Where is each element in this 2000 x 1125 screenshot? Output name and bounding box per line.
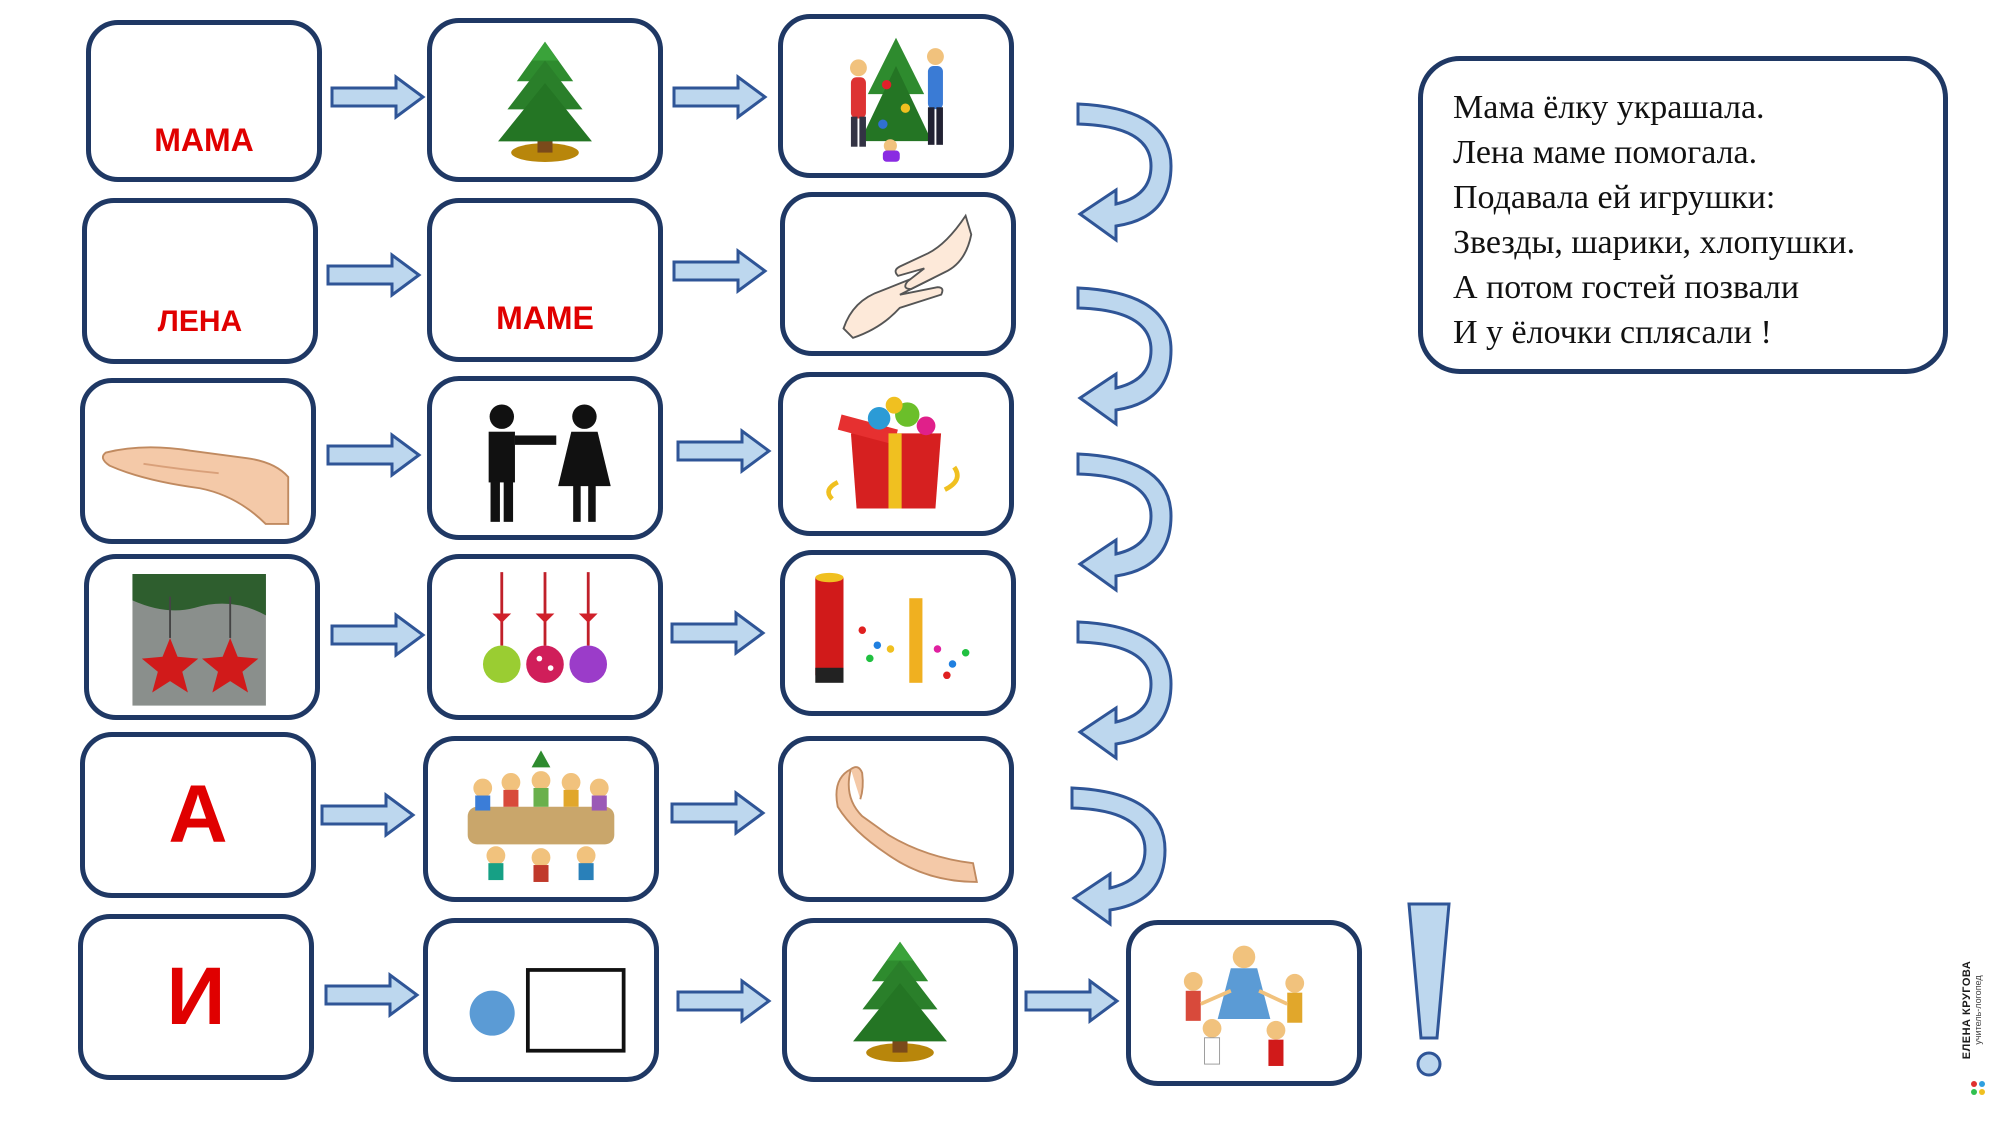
arrow-right-icon xyxy=(320,792,416,838)
card-family-tree xyxy=(778,14,1014,178)
word-mama: МАМА xyxy=(154,122,254,158)
author-logo-icon xyxy=(1971,1081,1985,1095)
card-tree-2 xyxy=(782,918,1018,1082)
poem-line: Мама ёлку украшала. xyxy=(1453,89,1765,126)
red-star-ornaments-icon xyxy=(132,574,266,706)
exclamation-mark-icon xyxy=(1407,902,1451,1077)
card-guests xyxy=(423,736,659,902)
card-lena: ЛЕНА xyxy=(82,198,318,364)
arrow-right-icon xyxy=(330,612,426,658)
arrow-right-icon xyxy=(324,972,420,1018)
word-mame: МАМЕ xyxy=(496,300,594,336)
card-stars xyxy=(84,554,320,720)
poem-line: Лена маме помогала. xyxy=(1453,134,1758,171)
card-balls xyxy=(427,554,663,720)
guests-at-table-icon xyxy=(467,750,615,882)
arrow-right-icon xyxy=(330,74,426,120)
arrow-right-icon xyxy=(670,790,766,836)
hands-passing-icon xyxy=(842,213,973,339)
person-pointing-to-woman-icon xyxy=(488,404,611,522)
curved-arrow-icon xyxy=(1070,786,1167,927)
arrow-right-icon xyxy=(676,428,772,474)
circle-and-square-icon xyxy=(469,968,626,1053)
card-dancing xyxy=(1126,920,1362,1086)
card-a: А xyxy=(80,732,316,898)
arrow-right-icon xyxy=(670,610,766,656)
curved-arrow-icon xyxy=(1076,452,1173,593)
card-mame: МАМЕ xyxy=(427,198,663,362)
card-palm xyxy=(80,378,316,544)
curved-arrow-icon xyxy=(1076,102,1173,243)
author-role: учитель-логопед xyxy=(1973,975,1983,1045)
family-decorating-tree-icon xyxy=(849,37,944,162)
curved-arrow-icon xyxy=(1076,620,1173,761)
beckoning-hand-icon xyxy=(835,766,978,883)
arrow-right-icon xyxy=(672,74,768,120)
christmas-balls-icon xyxy=(482,572,608,684)
poem-box: Мама ёлку украшала. Лена маме помогала. … xyxy=(1418,56,1948,374)
card-gift xyxy=(778,372,1014,536)
card-i: И xyxy=(78,914,314,1080)
arrow-right-icon xyxy=(676,978,772,1024)
poem-line: А потом гостей позвали xyxy=(1453,269,1800,306)
letter-a: А xyxy=(168,769,228,860)
poem-line: Звезды, шарики, хлопушки. xyxy=(1453,224,1856,261)
letter-i: И xyxy=(166,951,226,1042)
card-pointing xyxy=(427,376,663,540)
word-lena: ЛЕНА xyxy=(157,305,243,338)
card-beckon xyxy=(778,736,1014,902)
children-dancing-icon xyxy=(1183,945,1305,1066)
card-hands-passing xyxy=(780,192,1016,356)
author-name: ЕЛЕНА КРУГОВА xyxy=(1961,960,1973,1060)
arrow-right-icon xyxy=(326,432,422,478)
card-mama: МАМА xyxy=(86,20,322,182)
author-credit: ЕЛЕНА КРУГОВА учитель-логопед xyxy=(1961,925,1997,1095)
arrow-right-icon xyxy=(672,248,768,294)
gift-box-with-ornaments-icon xyxy=(826,396,960,509)
poem-line: Подавала ей игрушки: xyxy=(1453,179,1776,216)
christmas-tree-icon xyxy=(853,941,947,1062)
card-poppers xyxy=(780,550,1016,716)
poem-line: И у ёлочки сплясали ! xyxy=(1453,314,1772,351)
party-poppers-icon xyxy=(815,572,970,683)
arrow-right-icon xyxy=(1024,978,1120,1024)
open-palm-hand-icon xyxy=(101,446,290,525)
arrow-right-icon xyxy=(326,252,422,298)
author-logo: ЕЛЕНА КРУГОВА учитель-логопед xyxy=(1960,930,1996,1100)
christmas-tree-icon xyxy=(498,41,592,162)
card-shapes xyxy=(423,918,659,1082)
card-tree-1 xyxy=(427,18,663,182)
curved-arrow-icon xyxy=(1076,286,1173,427)
